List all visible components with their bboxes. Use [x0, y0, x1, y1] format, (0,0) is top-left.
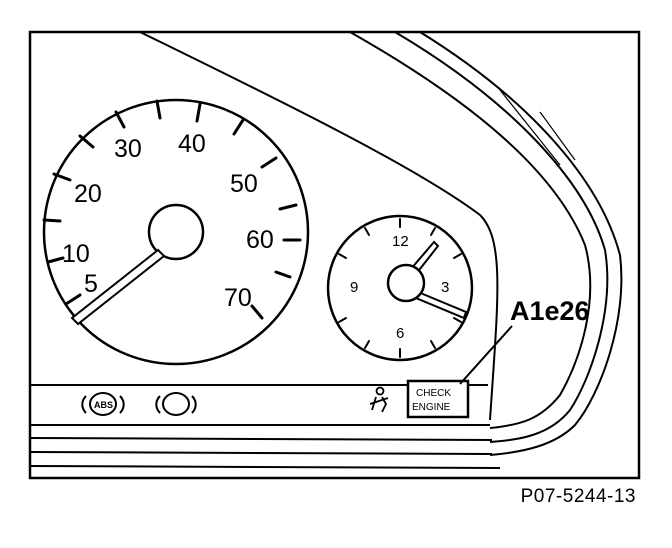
tick-mark	[42, 218, 62, 223]
tick-mark	[453, 253, 462, 259]
tick-mark	[46, 256, 65, 264]
dashboard-outline	[29, 31, 623, 469]
clock-dial	[326, 214, 474, 362]
tick-mark	[453, 317, 462, 323]
dashboard-hatching	[499, 89, 576, 166]
tick-mark	[364, 227, 370, 236]
tick-mark	[78, 134, 95, 149]
speed-label-70: 70	[224, 284, 252, 312]
clock-label-3: 3	[441, 279, 449, 296]
speed-label-50: 50	[230, 170, 258, 198]
check-engine-line2: ENGINE	[412, 402, 451, 413]
check-engine-lamp: CHECK ENGINE	[406, 379, 470, 419]
tick-mark	[250, 304, 264, 320]
speedometer-hub	[147, 203, 205, 261]
speedometer-dial	[42, 98, 310, 366]
tick-mark	[338, 253, 347, 259]
tick-mark	[278, 203, 298, 211]
diagram-frame	[28, 30, 641, 480]
tick-mark	[338, 317, 347, 323]
speedometer-needle	[70, 248, 166, 326]
clock-label-12: 12	[392, 233, 409, 250]
tick-mark	[364, 340, 370, 349]
clock-ticks	[338, 218, 462, 358]
speedometer-ticks	[42, 99, 302, 320]
tick-mark	[52, 172, 72, 182]
speed-label-40: 40	[178, 130, 206, 158]
clock-label-6: 6	[396, 325, 404, 342]
tick-mark	[260, 156, 278, 169]
abs-label: ABS	[94, 400, 113, 410]
speed-label-5: 5	[84, 270, 98, 298]
clock-hub	[386, 263, 426, 303]
speed-label-30: 30	[114, 135, 142, 163]
speed-label-60: 60	[246, 226, 274, 254]
brake-warning-icon	[155, 392, 197, 416]
speedometer: 5 10 20 30 40 50 60 70	[42, 98, 310, 366]
clock-label-9: 9	[350, 279, 358, 296]
tick-mark	[155, 99, 162, 120]
abs-warning-icon: ABS	[81, 392, 125, 416]
seatbelt-warning-icon	[369, 386, 389, 413]
tick-mark	[232, 118, 245, 136]
check-engine-line1: CHECK	[416, 388, 451, 399]
clock: 12 3 6 9	[326, 214, 474, 362]
tick-mark	[114, 110, 126, 129]
tick-mark	[430, 340, 436, 349]
tick-mark	[195, 102, 202, 123]
tick-mark	[430, 227, 436, 236]
tick-mark	[64, 293, 82, 306]
callout-label: A1e26	[510, 296, 590, 326]
speed-label-20: 20	[74, 180, 102, 208]
figure-id: P07-5244-13	[520, 486, 636, 507]
speed-label-10: 10	[62, 240, 90, 268]
tick-mark	[274, 270, 292, 279]
callout-leader-line	[459, 325, 513, 385]
